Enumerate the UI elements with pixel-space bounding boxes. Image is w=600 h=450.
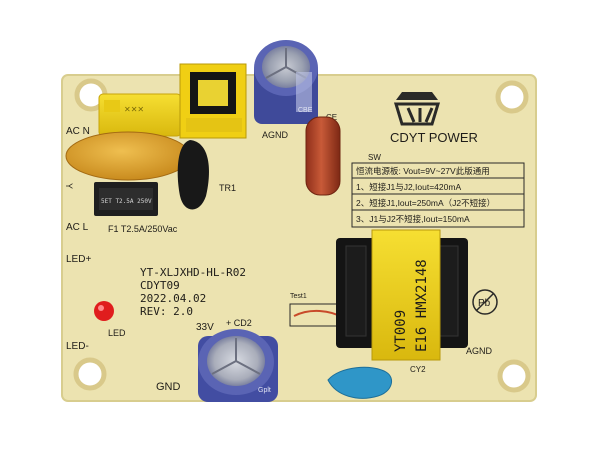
- fuse-block: 5ET T2.5A 250V: [94, 182, 158, 216]
- led-minus-label: LED-: [66, 341, 89, 352]
- cy2-label: CY2: [410, 365, 426, 374]
- y-mark: Y: [64, 183, 74, 189]
- agnd-top-label: AGND: [262, 130, 289, 140]
- varistor: [65, 131, 191, 181]
- top-cap-label: CBE: [298, 107, 313, 114]
- spec-line-1: 1、短接J1与J2,Iout=420mA: [356, 182, 461, 192]
- spec-line-2: 2、短接J1,Iout=250mA（J2不短接）: [356, 198, 495, 208]
- cd2-label: + CD2: [226, 318, 252, 328]
- ce-label: CE: [326, 113, 337, 122]
- transformer-line-2: E16 HMX2148: [414, 259, 430, 352]
- fuse-text: 5ET T2.5A 250V: [101, 198, 152, 205]
- agnd-bottom-label: AGND: [466, 346, 493, 356]
- x-cap-mark: ✕✕✕: [124, 105, 144, 114]
- ac-n-label: AC N: [66, 126, 90, 137]
- spec-table: 恒流电源板: Vout=9V~27V此版通用 1、短接J1与J2,Iout=42…: [351, 162, 525, 228]
- transformer-line-1: YT009: [393, 310, 409, 352]
- board-code: CDYT09: [140, 279, 180, 292]
- pb-free-symbol: Pb: [472, 289, 498, 315]
- pb-text: Pb: [478, 298, 491, 309]
- gnd-label: GND: [156, 381, 181, 393]
- spec-title: 恒流电源板: Vout=9V~27V此版通用: [356, 166, 490, 176]
- cdyt-logo: [393, 92, 441, 126]
- board-rev: REV: 2.0: [140, 305, 193, 318]
- spec-line-3: 3、J1与J2不短接,Iout=150mA: [356, 214, 470, 224]
- indicator-led: [94, 301, 114, 321]
- x-capacitor: ✕✕✕: [98, 93, 182, 137]
- ac-l-label: AC L: [66, 222, 89, 233]
- y-capacitor: [327, 366, 393, 399]
- tr1-label: TR1: [219, 183, 236, 193]
- test1-label: Test1: [290, 293, 307, 300]
- board-info: YT-XLJXHD-HL-R02 CDYT09 2022.04.02 REV: …: [140, 266, 246, 318]
- bottom-electrolytic-capacitor: Gplt: [198, 329, 278, 402]
- thermistor: [177, 140, 209, 210]
- film-capacitor: [305, 116, 341, 196]
- small-inductor: [179, 63, 247, 139]
- top-electrolytic-capacitor: CBE: [254, 40, 318, 124]
- main-transformer: YT009 E16 HMX2148: [336, 229, 468, 361]
- bottom-cap-label: Gplt: [258, 387, 271, 394]
- board-date: 2022.04.02: [140, 292, 206, 305]
- sw-label: SW: [368, 153, 381, 162]
- led-plus-label: LED+: [66, 254, 91, 265]
- fuse-rating: F1 T2.5A/250Vac: [108, 224, 178, 234]
- brand-name: CDYT POWER: [390, 130, 478, 145]
- board-model: YT-XLJXHD-HL-R02: [140, 266, 246, 279]
- v33-label: 33V: [196, 322, 214, 333]
- led-label: LED: [108, 328, 126, 338]
